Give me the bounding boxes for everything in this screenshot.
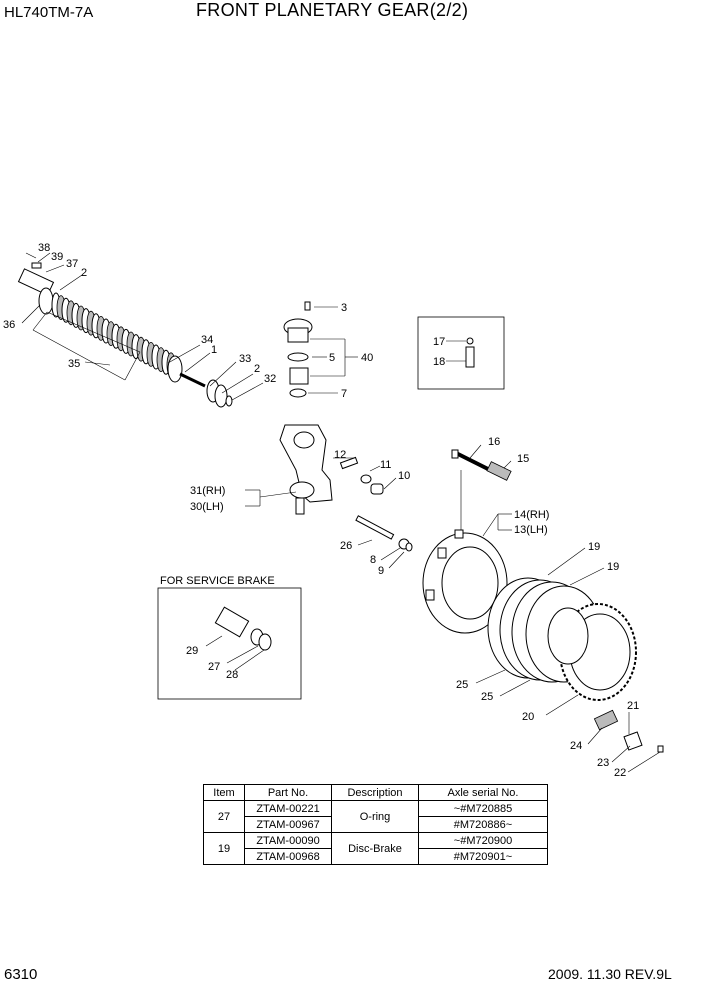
callout-2-mid: 2 xyxy=(254,363,260,375)
caliper-body: 31(RH) 30(LH) xyxy=(190,424,333,515)
cell-description: Disc-Brake xyxy=(331,832,419,865)
callout-35: 35 xyxy=(68,358,80,370)
callout-23: 23 xyxy=(597,757,609,769)
sleeve-part xyxy=(289,367,309,385)
callout-28: 28 xyxy=(226,669,238,681)
cover-body-part xyxy=(287,327,309,343)
callout-12: 12 xyxy=(334,449,346,461)
cell-part-no: ZTAM-00221 xyxy=(244,800,332,817)
model-code: HL740TM-7A xyxy=(4,4,94,21)
page-title: FRONT PLANETARY GEAR(2/2) xyxy=(196,0,469,20)
callout-19a: 19 xyxy=(588,541,600,553)
cell-part-no: ZTAM-00090 xyxy=(244,832,332,849)
callout-5: 5 xyxy=(329,352,335,364)
washer-part xyxy=(289,388,307,398)
callout-1: 1 xyxy=(211,344,217,356)
cell-description: O-ring xyxy=(331,800,419,833)
oring-5-part xyxy=(287,352,309,362)
callout-27: 27 xyxy=(208,661,220,673)
callout-11: 11 xyxy=(380,459,391,471)
callout-21: 21 xyxy=(627,700,639,712)
pins-group: 12 11 10 xyxy=(333,449,410,495)
table-row: ZTAM-00968 #M720901~ xyxy=(204,848,548,865)
table-row: 19 ZTAM-00090 Disc-Brake ~#M720900 xyxy=(203,832,548,865)
callout-17: 17 xyxy=(433,336,445,348)
cell-serial: #M720901~ xyxy=(418,848,548,865)
callout-25a: 25 xyxy=(456,679,468,691)
cell-serial: ~#M720900 xyxy=(418,832,548,849)
cell-part-no: ZTAM-00967 xyxy=(244,816,332,833)
spring-pack-assembly: 38 39 37 2 36 35 34 1 33 2 32 xyxy=(3,242,276,408)
callout-7: 7 xyxy=(341,388,347,400)
callout-3: 3 xyxy=(341,302,347,314)
screw-part xyxy=(31,262,42,269)
callout-2-top: 2 xyxy=(81,267,87,279)
th-description: Description xyxy=(331,784,419,801)
callout-19b: 19 xyxy=(607,561,619,573)
brake-plate: 14(RH) 13(LH) xyxy=(422,509,549,634)
page-number: 6310 xyxy=(4,966,38,983)
service-brake-inset: FOR SERVICE BRAKE 29 27 28 xyxy=(157,575,302,700)
callout-30: 30(LH) xyxy=(190,501,224,513)
oring-part xyxy=(214,384,228,408)
spring-seat-part xyxy=(167,355,183,383)
callout-18: 18 xyxy=(433,356,445,368)
callout-36: 36 xyxy=(3,319,15,331)
cell-serial: #M720886~ xyxy=(418,816,548,833)
callout-38: 38 xyxy=(38,242,50,254)
service-brake-title: FOR SERVICE BRAKE xyxy=(160,575,275,587)
callout-40: 40 xyxy=(361,352,373,364)
table-header-row: Item Part No. Description Axle serial No… xyxy=(203,784,548,801)
revision-date: 2009. 11.30 REV.9L xyxy=(548,966,672,982)
bolt-spring-group: 16 15 xyxy=(451,436,529,535)
sensor-group: 21 24 23 22 xyxy=(570,700,664,779)
oring-small-part xyxy=(225,395,233,407)
callout-25b: 25 xyxy=(481,691,493,703)
callout-37: 37 xyxy=(66,258,78,270)
guide-pin-group: 26 8 9 xyxy=(340,515,413,577)
callout-33: 33 xyxy=(239,353,251,365)
callout-10: 10 xyxy=(398,470,410,482)
callout-15: 15 xyxy=(517,453,529,465)
callout-9: 9 xyxy=(378,565,384,577)
spring-coils xyxy=(51,292,176,378)
callout-16: 16 xyxy=(488,436,500,448)
callout-32: 32 xyxy=(264,373,276,385)
spring-cap-part xyxy=(38,287,54,315)
callout-8: 8 xyxy=(370,554,376,566)
valve-cover-group: 3 5 40 7 xyxy=(283,301,373,400)
callout-14: 14(RH) xyxy=(514,509,549,521)
th-part-no: Part No. xyxy=(244,784,332,801)
callout-13: 13(LH) xyxy=(514,524,548,536)
callout-29: 29 xyxy=(186,645,198,657)
th-item: Item xyxy=(203,784,245,801)
disc-stack: 19 19 25 25 20 xyxy=(456,541,637,723)
cell-item: 19 xyxy=(203,832,245,865)
bolt-part xyxy=(304,301,311,311)
callout-39: 39 xyxy=(51,251,63,263)
cell-part-no: ZTAM-00968 xyxy=(244,848,332,865)
callout-22: 22 xyxy=(614,767,626,779)
bleeder-box: 17 18 xyxy=(417,316,505,390)
table-row: ZTAM-00967 #M720886~ xyxy=(204,816,548,833)
cell-serial: ~#M720885 xyxy=(418,800,548,817)
cell-item: 27 xyxy=(203,800,245,833)
callout-24: 24 xyxy=(570,740,582,752)
th-axle-serial: Axle serial No. xyxy=(418,784,548,801)
table-row: 27 ZTAM-00221 O-ring ~#M720885 xyxy=(203,800,548,833)
serial-change-table: Item Part No. Description Axle serial No… xyxy=(203,784,548,865)
callout-20: 20 xyxy=(522,711,534,723)
callout-31: 31(RH) xyxy=(190,485,225,497)
callout-34: 34 xyxy=(201,334,213,346)
callout-26: 26 xyxy=(340,540,352,552)
